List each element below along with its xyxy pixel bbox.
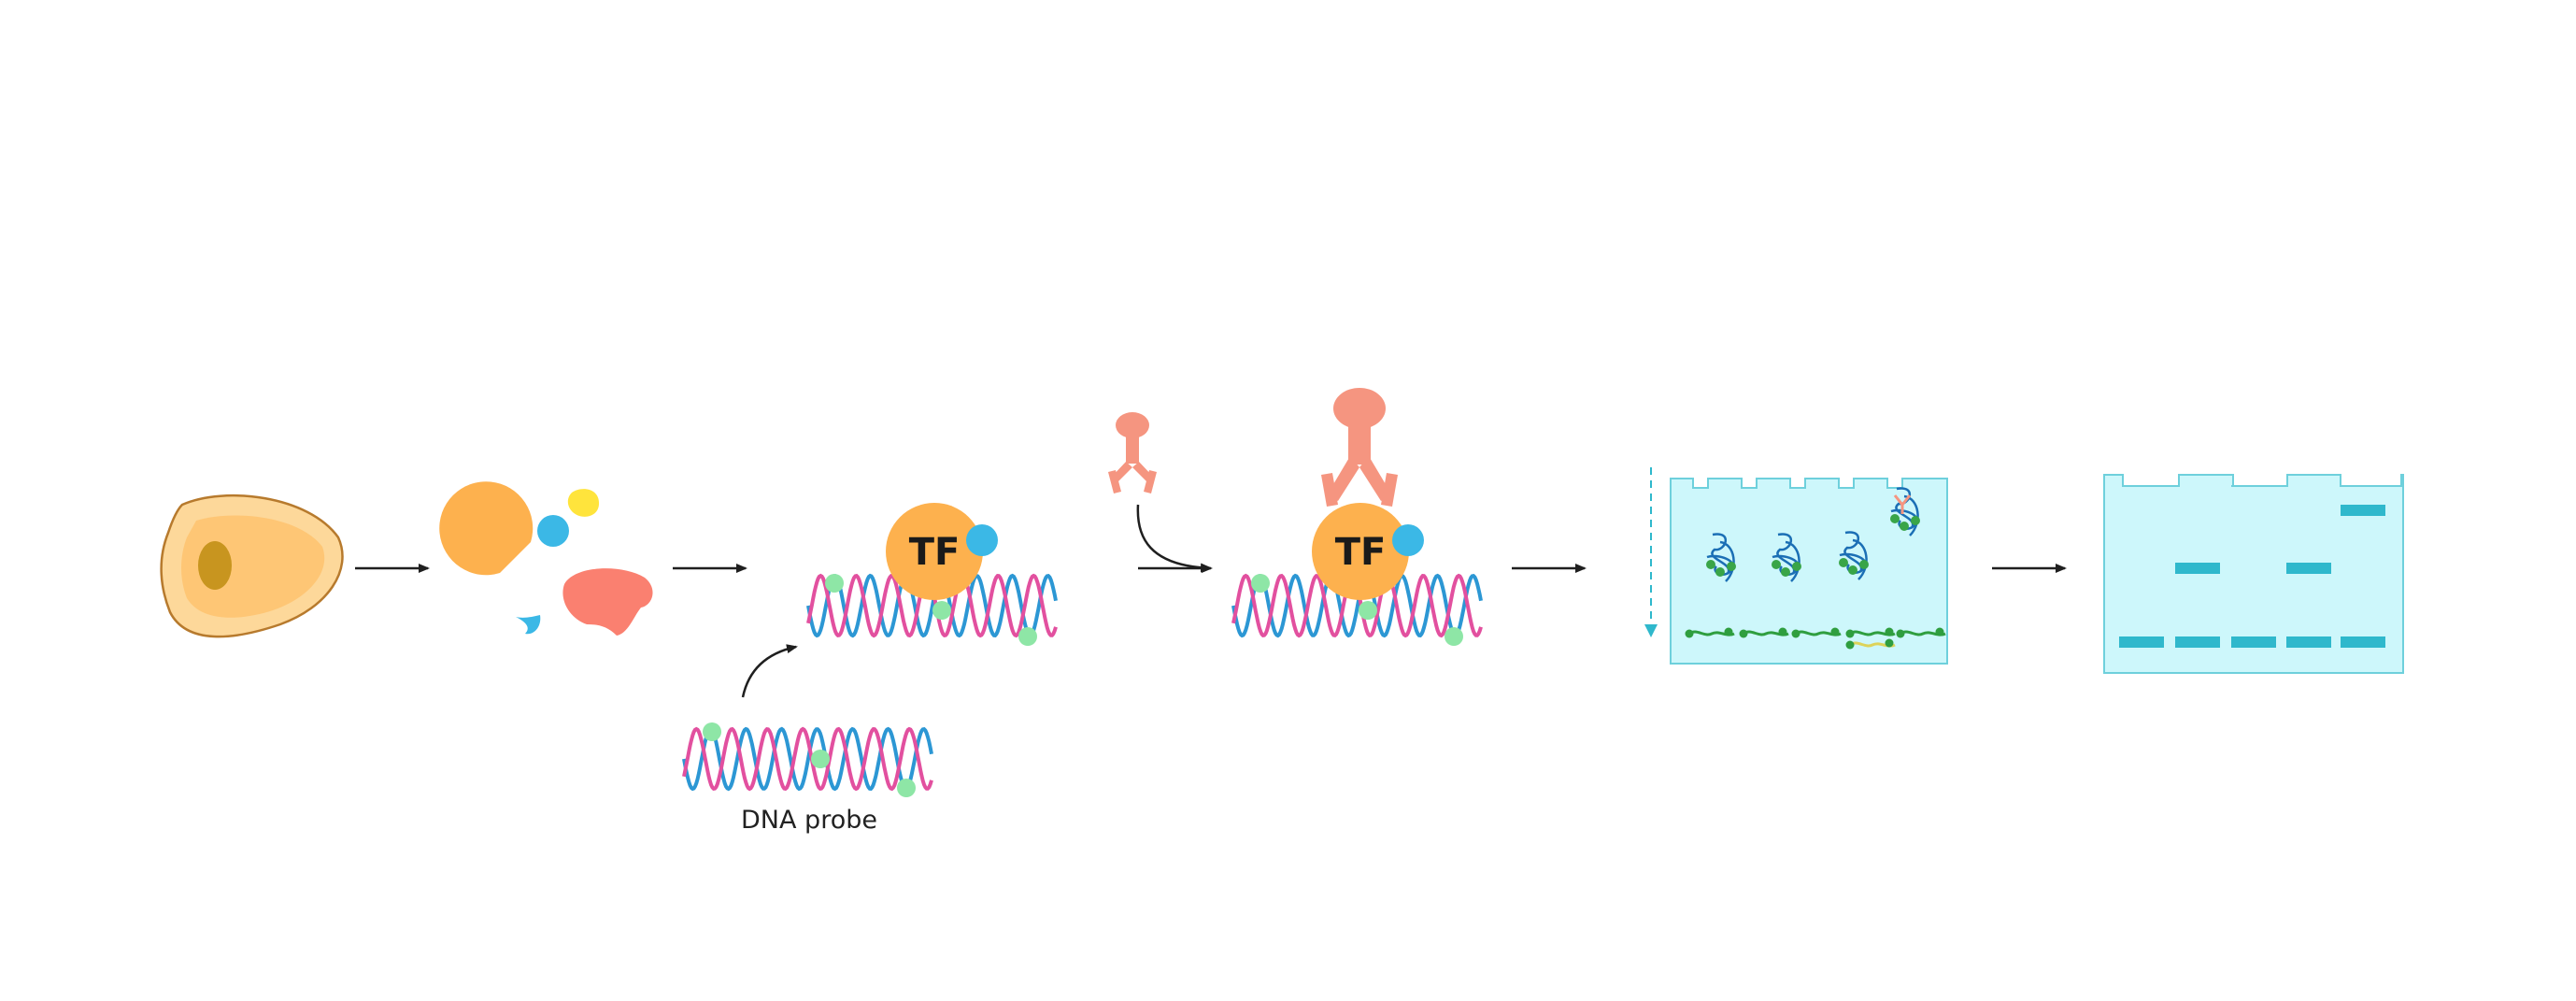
dna-strand xyxy=(806,573,1058,638)
gel-band xyxy=(2341,505,2385,516)
curved-arrow-icon xyxy=(1136,504,1212,573)
protein-dna-complexes xyxy=(1706,487,1920,582)
gel-band xyxy=(2175,636,2220,648)
label-dot xyxy=(1830,627,1840,636)
label-dot xyxy=(1778,627,1787,636)
dna-probe-label: DNA probe xyxy=(741,806,877,835)
gel-band xyxy=(2341,636,2385,648)
tf-label: TF xyxy=(909,531,961,574)
tf-protein xyxy=(1312,503,1409,600)
label-dot xyxy=(1791,629,1800,638)
dna-helix-icon xyxy=(682,726,933,792)
complex-band xyxy=(1772,533,1801,582)
label-dot xyxy=(1885,638,1894,648)
free-probe-bands xyxy=(1685,627,1946,650)
nuclear-extract-proteins xyxy=(439,481,653,636)
protein-blue xyxy=(537,515,569,547)
cell xyxy=(160,494,344,638)
label-dot xyxy=(1896,629,1905,638)
nucleus xyxy=(198,541,232,590)
gel-icon xyxy=(2103,474,2404,674)
label-dot xyxy=(1445,627,1463,646)
protein-blue-fragment xyxy=(516,615,541,635)
label-dot xyxy=(932,601,951,620)
tf-protein xyxy=(886,503,983,600)
dna-strand xyxy=(682,726,933,792)
label-dot xyxy=(1251,574,1270,593)
protein-red xyxy=(562,568,653,636)
label-dot xyxy=(1685,629,1694,638)
label-dot xyxy=(1739,629,1748,638)
dna-strand xyxy=(682,726,933,792)
probe-labels xyxy=(825,574,1037,646)
curved-arrow-icon xyxy=(741,644,798,698)
complex-band xyxy=(1839,531,1869,580)
label-dot xyxy=(811,750,830,768)
label-dot xyxy=(1724,627,1733,636)
protein-orange xyxy=(439,481,534,576)
cell-cytoplasm xyxy=(181,515,325,618)
label-dot xyxy=(703,722,721,741)
gel-body xyxy=(2103,474,2404,674)
protein-yellow xyxy=(567,489,600,517)
label-dot xyxy=(1935,627,1944,636)
tf-label: TF xyxy=(1335,531,1387,574)
tf-blue-subunit xyxy=(966,524,998,556)
label-dot xyxy=(1359,601,1377,620)
supershift-complex: TF xyxy=(1312,503,1424,600)
gel-band xyxy=(2286,563,2331,574)
probe-labels xyxy=(703,722,916,797)
label-dot xyxy=(1845,629,1855,638)
dna-strand xyxy=(1231,573,1483,638)
gel-icon xyxy=(1644,467,1948,665)
tf-blue-subunit xyxy=(1392,524,1424,556)
gel-body xyxy=(1670,478,1948,665)
gel-band xyxy=(2286,636,2331,648)
label-dot xyxy=(825,574,844,593)
label-dot xyxy=(1885,627,1894,636)
complex-band xyxy=(1706,533,1736,582)
label-dot xyxy=(1845,640,1855,650)
gel-band xyxy=(2119,636,2164,648)
gel-band xyxy=(2231,636,2276,648)
antibody-icon xyxy=(1108,412,1157,493)
gel-band xyxy=(2175,563,2220,574)
probe-labels xyxy=(1251,574,1463,646)
label-dot xyxy=(897,779,916,797)
antibody-icon xyxy=(1321,388,1398,507)
antibody-mark xyxy=(1893,494,1912,514)
tf-dna-complex: TF xyxy=(886,503,998,600)
label-dot xyxy=(1018,627,1037,646)
